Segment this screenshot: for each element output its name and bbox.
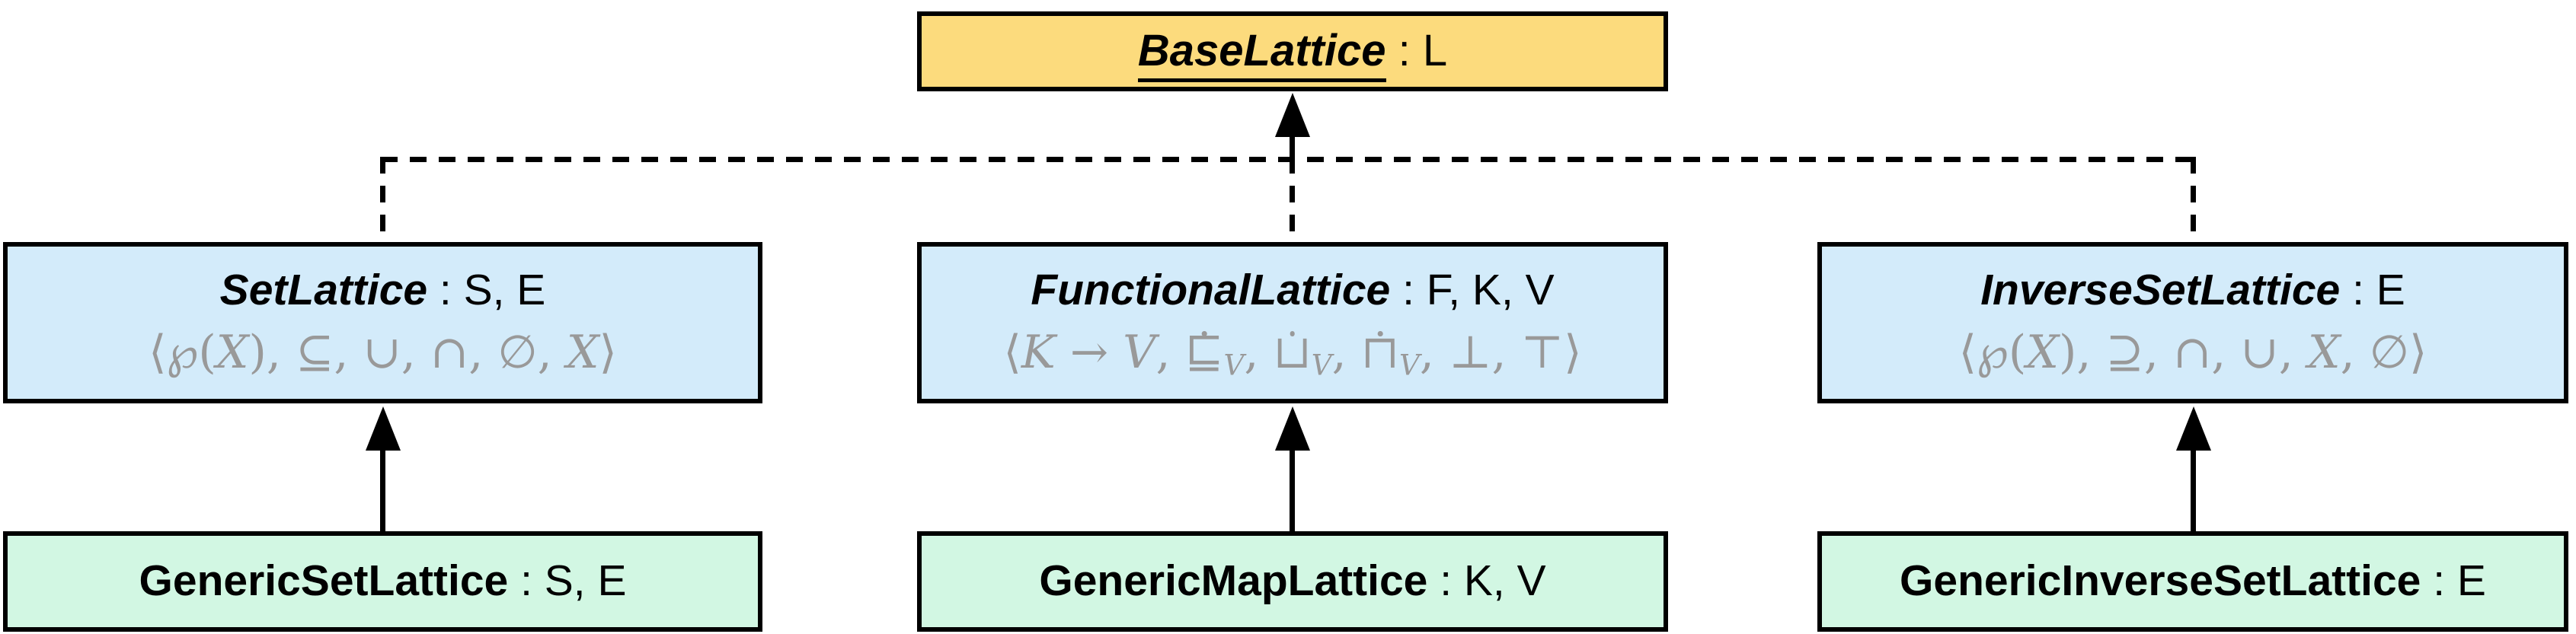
- arrow-shaft: [1290, 134, 1295, 160]
- dashed-inheritance-edge-horizontal: [381, 157, 2194, 162]
- separator: :: [2421, 556, 2457, 606]
- separator: :: [1427, 556, 1464, 606]
- class-name: FunctionalLattice: [1031, 266, 1391, 315]
- class-name: GenericMapLattice: [1039, 556, 1428, 606]
- node-title: GenericSetLattice : S, E: [139, 556, 627, 607]
- arrow-shaft: [1290, 448, 1295, 531]
- class-name: SetLattice: [219, 266, 428, 315]
- node-baselattice: BaseLattice : L: [917, 11, 1668, 91]
- arrow-shaft: [380, 448, 385, 531]
- arrowhead-icon: [1275, 406, 1310, 451]
- dashed-inheritance-edge-inversesetlattice: [2191, 157, 2196, 242]
- node-title: SetLattice : S, E: [220, 266, 546, 316]
- node-genericsetlattice: GenericSetLattice : S, E: [3, 531, 762, 632]
- node-genericinversesetlattice: GenericInverseSetLattice : E: [1817, 531, 2568, 632]
- class-name: GenericInverseSetLattice: [1900, 556, 2421, 606]
- node-title: GenericMapLattice : K, V: [1039, 556, 1545, 607]
- lattice-structure-formula: ⟨℘(X), ⊇, ∩, ∪, X, ∅⟩: [1958, 325, 2427, 379]
- type-params: F, K, V: [1426, 266, 1555, 315]
- node-title: FunctionalLattice : F, K, V: [1031, 266, 1554, 316]
- separator: :: [1390, 266, 1427, 315]
- type-params: E: [2376, 266, 2405, 315]
- arrowhead-icon: [2176, 406, 2211, 451]
- node-functionallattice: FunctionalLattice : F, K, V ⟨K → V, ⊑V, …: [917, 242, 1668, 403]
- node-genericmaplattice: GenericMapLattice : K, V: [917, 531, 1668, 632]
- node-setlattice: SetLattice : S, E ⟨℘(X), ⊆, ∪, ∩, ∅, X⟩: [3, 242, 762, 403]
- type-params: L: [1422, 26, 1448, 76]
- type-params: S, E: [463, 266, 546, 315]
- arrowhead-icon: [1275, 93, 1310, 137]
- type-params: K, V: [1463, 556, 1546, 606]
- lattice-structure-formula: ⟨℘(X), ⊆, ∪, ∩, ∅, X⟩: [149, 325, 617, 379]
- separator: :: [2340, 266, 2376, 315]
- lattice-structure-formula: ⟨K → V, ⊑V, ⊔V, ⊓V, ⊥, ⊤⟩: [1003, 325, 1582, 382]
- class-name: InverseSetLattice: [1980, 266, 2341, 315]
- type-params: E: [2456, 556, 2486, 606]
- separator: :: [508, 556, 545, 606]
- arrowhead-icon: [366, 406, 401, 451]
- node-inversesetlattice: InverseSetLattice : E ⟨℘(X), ⊇, ∩, ∪, X,…: [1817, 242, 2568, 403]
- node-title: GenericInverseSetLattice : E: [1900, 556, 2486, 607]
- class-name: GenericSetLattice: [139, 556, 509, 606]
- separator: :: [427, 266, 464, 315]
- node-title: InverseSetLattice : E: [1980, 266, 2405, 316]
- node-title: BaseLattice : L: [1137, 26, 1448, 83]
- separator: :: [1385, 26, 1423, 76]
- dashed-inheritance-edge-setlattice: [380, 157, 385, 242]
- dashed-inheritance-edge-functionallattice: [1290, 157, 1295, 242]
- type-params: S, E: [544, 556, 627, 606]
- class-name: BaseLattice: [1137, 26, 1386, 83]
- arrow-shaft: [2191, 448, 2196, 531]
